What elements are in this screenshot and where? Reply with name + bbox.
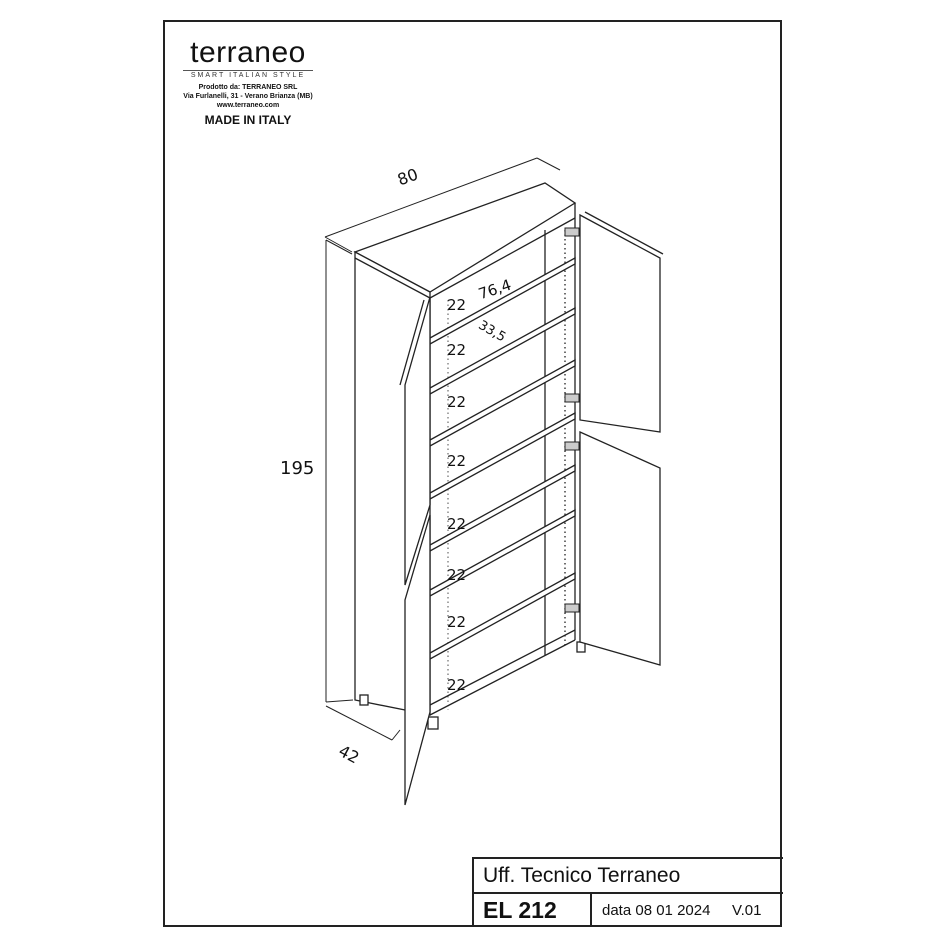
hinge-icons [564,227,580,613]
shelf-height-label: 22 [447,393,466,411]
shelf-height-label: 22 [447,515,466,533]
right-upper-door [579,211,664,433]
shelves [429,256,576,661]
height-dimension: 195 [280,458,314,479]
shelf-height-label: 22 [447,613,466,631]
brand-tagline: SMART ITALIAN STYLE [183,70,313,79]
width-dimension: 80 [395,165,421,190]
inner-depth-dimension: 33,5 [476,318,509,345]
shelf-height-label: 22 [447,452,466,470]
title-block: Uff. Tecnico Terraneo EL 212 data 08 01 … [472,857,783,927]
shelf [429,463,576,553]
cabinet-body [353,182,586,730]
drawing-date: data 08 01 2024 [602,902,711,919]
website: www.terraneo.com [216,102,280,109]
left-lower-door [404,514,431,806]
shelf-height-label: 22 [447,676,466,694]
producer: Prodotto da: TERRANEO SRL [198,84,298,91]
shelf-height-label: 22 [447,296,466,314]
office-name: Uff. Tecnico Terraneo [474,859,783,894]
brand-name: terraneo [190,36,306,69]
depth-dimension: 42 [336,741,363,767]
product-code: EL 212 [474,894,592,927]
made-in-label: MADE IN ITALY [204,113,292,127]
drawing-version: V.01 [732,902,762,919]
left-upper-door [399,296,431,586]
shelf-height-label: 22 [447,341,466,359]
dimension-lines [324,157,561,741]
right-lower-door [579,430,661,666]
shelf-height-label: 22 [447,566,466,584]
address: Via Furlanelli, 31 - Verano Brianza (MB) [183,93,313,100]
brand-logo-block: terraneo SMART ITALIAN STYLE Prodotto da… [183,38,313,127]
